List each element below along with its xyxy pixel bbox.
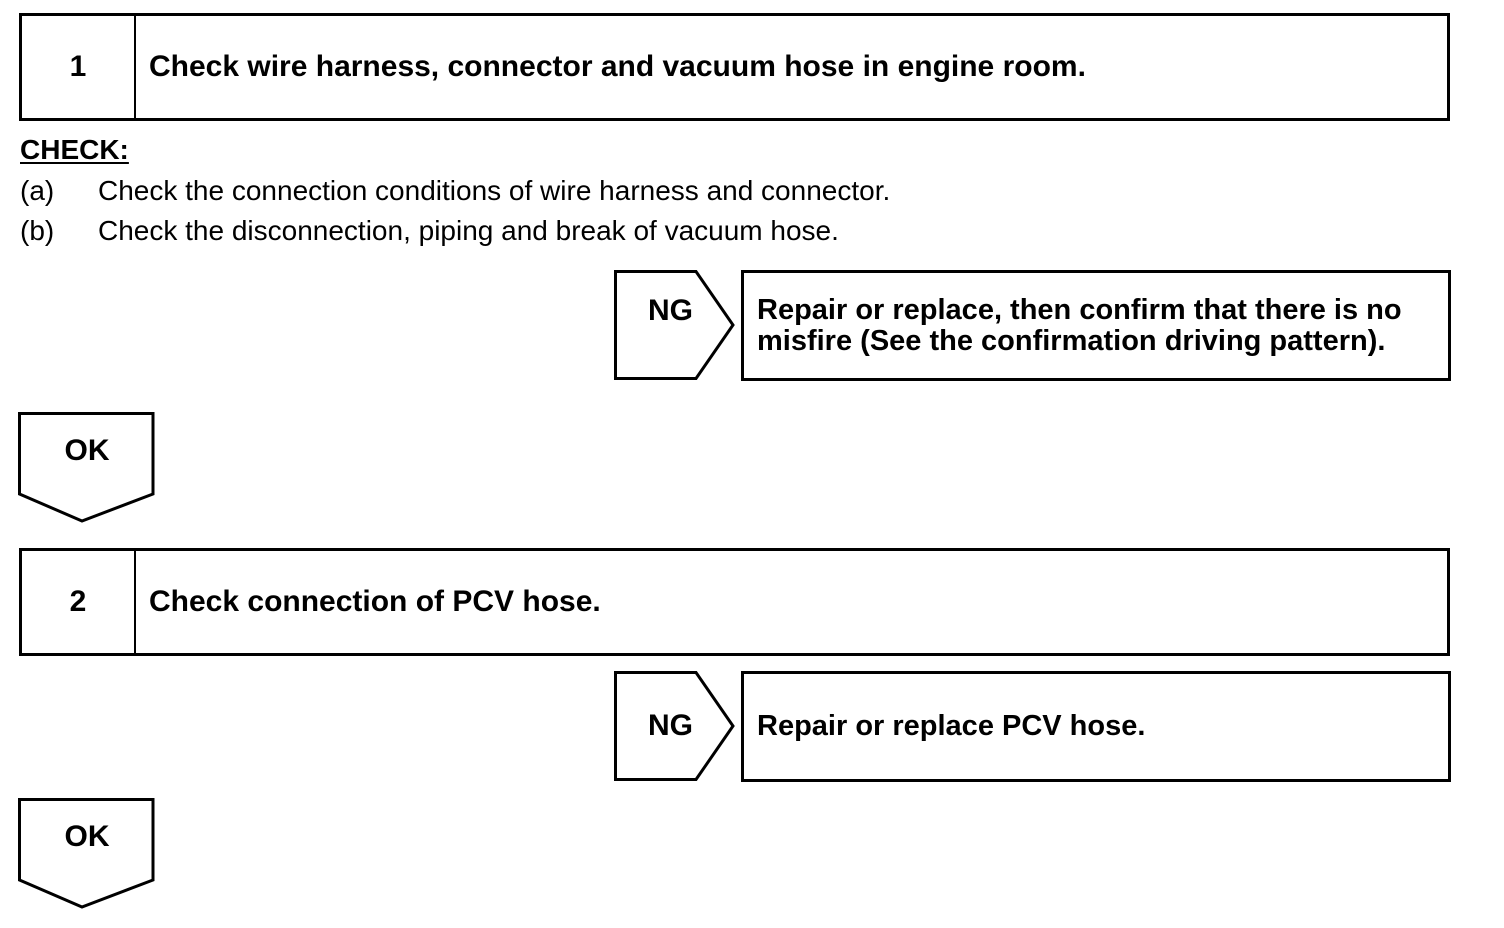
ng-result-1: Repair or replace, then confirm that the… (741, 270, 1451, 381)
step-2-number: 2 (22, 551, 136, 653)
ok-label: OK (64, 434, 110, 467)
step-2-title: Check connection of PCV hose. (149, 585, 601, 618)
ng-result-line: Repair or replace, then confirm that the… (757, 293, 1402, 326)
step-2-box: 2 Check connection of PCV hose. (19, 548, 1450, 656)
ok-arrow-shape (18, 412, 155, 523)
ng-arrow-shape (614, 270, 735, 380)
ok-label: OK (64, 820, 110, 853)
ng-label: NG (648, 709, 693, 742)
ok-arrow-2: OK (18, 798, 156, 910)
ng-arrow-1: NG (614, 270, 736, 382)
ng-result-2: Repair or replace PCV hose. (741, 671, 1451, 782)
check-item-a: (a) Check the connection conditions of wi… (20, 175, 890, 207)
ok-arrow-shape (18, 798, 155, 909)
ng-result-line: misfire (See the confirmation driving pa… (757, 324, 1386, 357)
check-item-letter: (b) (20, 215, 55, 246)
ok-arrow-1: OK (18, 412, 156, 524)
step-1-box: 1 Check wire harness, connector and vacu… (19, 13, 1450, 121)
check-item-b: (b) Check the disconnection, piping and b… (20, 215, 839, 247)
check-item-letter: (a) (20, 175, 55, 206)
ng-result-text: Repair or replace PCV hose. (757, 710, 1146, 742)
check-item-text: Check the disconnection, piping and brea… (98, 215, 839, 246)
ng-label: NG (648, 294, 693, 327)
check-heading: CHECK: (20, 134, 129, 165)
check-item-text: Check the connection conditions of wire … (98, 175, 891, 206)
step-1-number: 1 (22, 16, 136, 118)
ng-arrow-shape (614, 671, 735, 781)
step-1-title: Check wire harness, connector and vacuum… (149, 50, 1086, 83)
ng-arrow-2: NG (614, 671, 736, 783)
